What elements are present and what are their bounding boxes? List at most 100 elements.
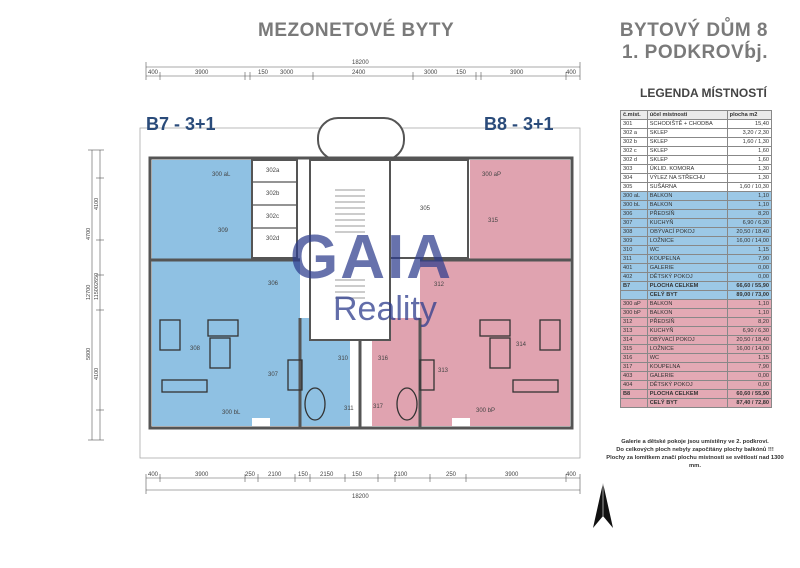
legend-room-area: 1,10	[726, 200, 773, 210]
legend-col-purpose: účel místnosti	[646, 110, 728, 120]
svg-text:2150: 2150	[320, 472, 334, 478]
dim-left-labels: 12700 11500 4100 4700 2650 5800 4100	[86, 198, 100, 380]
legend-room-number: B8	[620, 389, 648, 399]
legend-room-number: 300 aL	[620, 191, 648, 201]
legend-room-purpose: LOŽNICE	[646, 344, 728, 354]
legend-room-area: 0,00	[726, 380, 773, 390]
dim-bottom-segments: 400 3900 250 2100 150 2150 150 2100 250 …	[148, 472, 577, 478]
legend-room-purpose: BALKON	[646, 191, 728, 201]
svg-text:12700: 12700	[86, 285, 92, 300]
legend-room-number: 314	[620, 335, 648, 345]
legend-room-purpose: VÝLEZ NA STŘECHU	[646, 173, 728, 183]
svg-text:400: 400	[148, 70, 159, 76]
legend-room-area: 1,30	[726, 173, 773, 183]
legend-room-area: 66,60 / 55,90	[726, 281, 773, 291]
svg-text:2100: 2100	[268, 472, 282, 478]
unit-b7-label: B7 - 3+1	[146, 114, 216, 134]
legend-room-number: 401	[620, 263, 648, 273]
legend-room-number	[620, 290, 648, 300]
staircase	[335, 189, 365, 299]
legend-room-purpose: SKLEP	[646, 146, 728, 156]
legend-room-purpose: PLOCHA CELKEM	[646, 281, 728, 291]
room-317: 317	[373, 404, 384, 410]
legend-room-area: 8,20	[726, 209, 773, 219]
legend-room-area: 1,10	[726, 299, 773, 309]
svg-text:150: 150	[258, 70, 269, 76]
legend-room-purpose: KUCHYŇ	[646, 218, 728, 228]
legend-room-area: 1,30	[726, 164, 773, 174]
legend-room-area: 3,20 / 2,30	[726, 128, 773, 138]
legend-room-purpose: ÚKLID. KOMORA	[646, 164, 728, 174]
unit-b8-label: B8 - 3+1	[484, 114, 554, 134]
room-302c: 302c	[266, 214, 279, 220]
room-300al: 300 aL	[212, 172, 231, 178]
furniture	[159, 319, 561, 421]
legend-room-number: 305	[620, 182, 648, 192]
legend-room-area: 1,10	[726, 308, 773, 318]
legend-room-number: 307	[620, 218, 648, 228]
legend-room-purpose: GALERIE	[646, 371, 728, 381]
legend-room-number: 316	[620, 353, 648, 363]
legend-room-number: 304	[620, 173, 648, 183]
legend-room-purpose: SCHODIŠTĚ + CHODBA	[646, 119, 728, 129]
legend-room-purpose: PŘEDSÍŇ	[646, 317, 728, 327]
legend-room-number: 402	[620, 272, 648, 282]
svg-text:400: 400	[566, 70, 577, 76]
svg-text:2400: 2400	[352, 70, 366, 76]
room-302d: 302d	[266, 236, 279, 242]
note-line: Do celkových ploch nebyly započítány plo…	[616, 447, 774, 453]
dim-top-total: 18200	[352, 60, 369, 66]
legend-room-number: 403	[620, 371, 648, 381]
legend-room-number: 302 c	[620, 146, 648, 156]
legend-room-purpose: CELÝ BYT	[646, 398, 728, 408]
legend-room-number: 309	[620, 236, 648, 246]
legend-room-area: 87,40 / 72,80	[726, 398, 773, 408]
left-dimension-chain	[88, 149, 104, 441]
legend-room-number: 306	[620, 209, 648, 219]
room-313: 313	[438, 368, 449, 374]
unit-b8-area	[372, 160, 570, 426]
legend-room-area: 1,60 / 10,30	[726, 182, 773, 192]
svg-text:150: 150	[352, 472, 363, 478]
legend-room-purpose: OBÝVACÍ POKOJ	[646, 227, 728, 237]
main-title: MEZONETOVÉ BYTY	[258, 20, 455, 41]
notes: Galerie a dětské pokoje jsou umístěny ve…	[600, 438, 790, 470]
legend-room-area: 8,20	[726, 317, 773, 327]
svg-text:400: 400	[566, 472, 577, 478]
legend-room-number: 300 bL	[620, 200, 648, 210]
note-line: Plochy za lomítkem značí plochu místnost…	[606, 455, 784, 469]
room-314: 314	[516, 342, 527, 348]
room-300ap: 300 aP	[482, 172, 501, 178]
legend-room-number	[620, 398, 648, 408]
legend-room-number: 317	[620, 362, 648, 372]
legend-room-purpose: WC	[646, 245, 728, 255]
legend-room-number: 302 d	[620, 155, 648, 165]
legend-room-number: 303	[620, 164, 648, 174]
legend-room-area: 6,90 / 6,30	[726, 218, 773, 228]
svg-text:3900: 3900	[195, 70, 209, 76]
legend-header-row: č.míst. účel místnosti plocha m2	[620, 110, 773, 120]
room-308: 308	[190, 346, 201, 352]
svg-text:2650: 2650	[94, 273, 100, 285]
legend-room-area: 0,00	[726, 263, 773, 273]
svg-text:4100: 4100	[94, 368, 100, 380]
legend-room-area: 0,00	[726, 371, 773, 381]
legend-room-purpose: BALKON	[646, 200, 728, 210]
svg-text:3900: 3900	[505, 472, 519, 478]
